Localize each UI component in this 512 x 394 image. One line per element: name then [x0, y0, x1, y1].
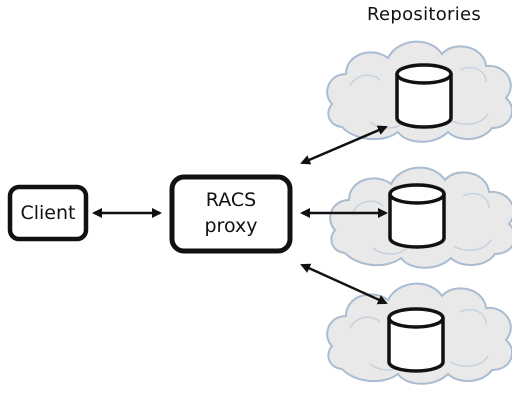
- proxy-label: RACS proxy: [172, 177, 290, 251]
- proxy-repo1-arrow: [300, 125, 388, 165]
- repository-1: [326, 40, 512, 143]
- proxy-label-line2: proxy: [204, 215, 258, 237]
- database-icon: [387, 307, 445, 373]
- proxy-label-line1: RACS: [205, 189, 257, 212]
- proxy-box: [169, 174, 293, 254]
- repository-3: [326, 282, 512, 385]
- repository-2: [329, 166, 512, 269]
- database-icon: [388, 183, 446, 249]
- database-icon: [395, 63, 453, 129]
- proxy-repo3-arrow: [300, 263, 388, 305]
- client-label: Client: [20, 202, 76, 224]
- repositories-label: Repositories: [367, 4, 482, 25]
- client-box: [7, 184, 89, 242]
